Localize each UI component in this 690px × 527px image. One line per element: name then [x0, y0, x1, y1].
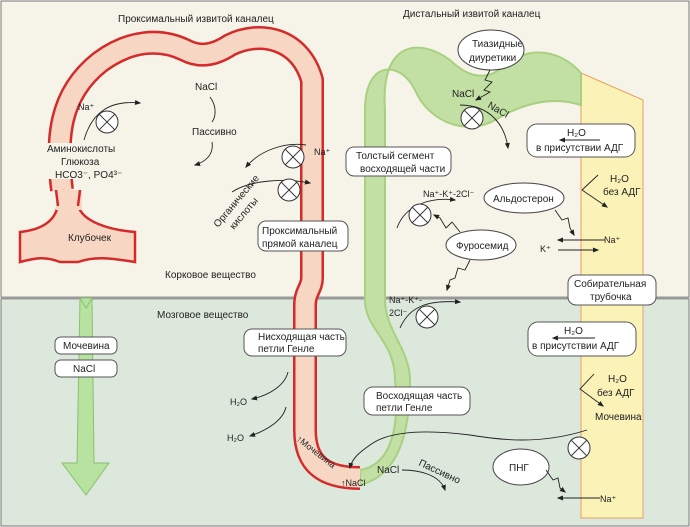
- water-no-adh-bottom-arrow: [579, 373, 605, 407]
- svg-text:Собирательная: Собирательная: [574, 278, 646, 290]
- na-pump: [95, 110, 119, 134]
- distal-nacl-pump: [460, 106, 484, 130]
- water-no-adh-top-2: без АДГ: [603, 186, 641, 198]
- svg-text:петли Генле: петли Генле: [258, 344, 315, 355]
- svg-text:Тиазидные: Тиазидные: [472, 39, 523, 50]
- h2o-label-1: H₂O: [230, 397, 247, 407]
- thiazide-inhibition-arrow: [474, 69, 493, 101]
- urea-pump: [567, 436, 591, 460]
- svg-text:Толстый сегмент: Толстый сегмент: [356, 151, 435, 162]
- svg-text:диуретики: диуретики: [469, 53, 516, 64]
- svg-text:петли Генле: петли Генле: [376, 403, 433, 414]
- proximal-nacl-label: NaCl: [195, 82, 217, 93]
- distal-nacl-arrow: [459, 104, 510, 150]
- organic-acids-pump: [277, 178, 301, 202]
- nkcc-bottom-label-1: Na⁺-K⁺-: [389, 295, 422, 305]
- reabsorbed-ions: HCO3⁻, PO4³⁻: [55, 170, 122, 181]
- na-right-arrow: [245, 143, 307, 168]
- proximal-na-right-label: Na⁺: [314, 147, 331, 157]
- urea-collecting-label: Мочевина: [595, 412, 642, 423]
- svg-text:в присутствии АДГ: в присутствии АДГ: [536, 143, 624, 154]
- glomerulus-label: Клубочек: [68, 232, 112, 244]
- nkcc-top-label: Na⁺-K⁺-2Cl⁻: [423, 189, 475, 199]
- svg-text:прямой каналец: прямой каналец: [262, 239, 338, 250]
- gradient-arrow: [61, 297, 110, 496]
- water-no-adh-bottom-2: без АДГ: [597, 387, 635, 399]
- gradient-arrow-tail: [79, 297, 93, 309]
- collecting-duct-box: Собирательная трубочка: [567, 274, 657, 306]
- nkcc-bottom-label-2: 2Cl⁻: [389, 308, 408, 318]
- nacl-up-label: ↑NaCl: [341, 478, 366, 488]
- water-no-adh-bottom-1: H₂O: [608, 374, 627, 385]
- na-transport-arrow: [83, 99, 142, 141]
- svg-text:ПНГ: ПНГ: [509, 463, 529, 474]
- svg-text:H₂O: H₂O: [564, 326, 583, 337]
- water-no-adh-top-1: H₂O: [610, 174, 629, 185]
- aldosterone-na-label: Na⁺: [604, 235, 621, 245]
- gradient-urea-box: Мочевина: [54, 336, 118, 355]
- distal-nacl-1: NaCl: [452, 89, 474, 100]
- reabsorbed-glucose: Глюкоза: [61, 157, 100, 168]
- h2o-arrow-1: [250, 371, 289, 401]
- svg-text:в присутствии АДГ: в присутствии АДГ: [532, 341, 620, 352]
- png-inhibition-arrow: [545, 469, 566, 493]
- h2o-label-2: H₂O: [227, 433, 244, 443]
- medulla-label: Мозговое вещество: [157, 310, 249, 321]
- ascending-limb-box: Восходящая часть петли Генле: [363, 386, 471, 416]
- png-ellipse: ПНГ: [492, 448, 550, 486]
- svg-text:Нисходящая часть: Нисходящая часть: [258, 332, 345, 343]
- straight-tubule-box: Проксимальный прямой каналец: [257, 220, 349, 252]
- water-adh-bottom-box: H₂O в присутствии АДГ: [527, 321, 637, 357]
- distal-convoluted-title: Дистальный извитой каналец: [403, 9, 541, 20]
- gradient-nacl-box: NaCl: [54, 359, 118, 378]
- aldosterone-arrow: [554, 209, 575, 237]
- aldosterone-ellipse: Альдостерон: [483, 182, 565, 214]
- svg-text:Проксимальный: Проксимальный: [262, 226, 337, 237]
- furosemide-inhibition-top: [432, 214, 461, 233]
- na-right-pump: [281, 145, 305, 169]
- collecting-na-label: Na⁺: [600, 494, 617, 504]
- loop-passive-arrow: [401, 469, 446, 492]
- svg-text:H₂O: H₂O: [567, 128, 586, 139]
- h2o-arrow-2: [248, 406, 287, 437]
- water-adh-top-box: H₂O в присутствии АДГ: [526, 123, 636, 158]
- passive-nacl-arrow: [193, 141, 213, 166]
- svg-text:Восходящая часть: Восходящая часть: [376, 391, 462, 402]
- furosemide-ellipse: Фуросемид: [445, 229, 517, 261]
- organic-acids-arrow: [231, 179, 312, 193]
- svg-text:Альдостерон: Альдостерон: [493, 194, 554, 205]
- urea-recycling-arrow: [348, 429, 588, 470]
- proximal-na-label: Na⁺: [78, 102, 95, 112]
- descending-limb-box: Нисходящая часть петли Генле: [243, 328, 347, 357]
- loop-nacl-label: NaCl: [377, 465, 399, 476]
- passive-label: Пассивно: [192, 127, 237, 138]
- svg-text:трубочка: трубочка: [590, 291, 632, 303]
- proximal-tubule: [50, 28, 361, 488]
- water-no-adh-top-arrow: [581, 174, 609, 208]
- thiazide-ellipse: Тиазидные диуретики: [457, 29, 525, 71]
- svg-text:Фуросемид: Фуросемид: [456, 241, 509, 252]
- svg-text:восходящей части: восходящей части: [360, 164, 445, 175]
- thick-segment-box: Толстый сегмент восходящей части: [345, 146, 452, 177]
- svg-text:NaCl: NaCl: [73, 364, 95, 375]
- svg-text:Мочевина: Мочевина: [63, 341, 110, 352]
- aldosterone-k-label: K⁺: [540, 244, 551, 254]
- reabsorbed-amino-acids: Аминокислоты: [47, 144, 115, 155]
- nkcc-bottom-arrow: [399, 299, 462, 329]
- cortex-label: Корковое вещество: [165, 270, 256, 281]
- nkcc-top-pump: [408, 203, 432, 227]
- glomerulus: [18, 203, 137, 264]
- furosemide-inhibition-bottom: [446, 259, 471, 292]
- nkcc-bottom-pump: [415, 305, 439, 329]
- proximal-convoluted-title: Проксимальный извитой каналец: [118, 14, 274, 25]
